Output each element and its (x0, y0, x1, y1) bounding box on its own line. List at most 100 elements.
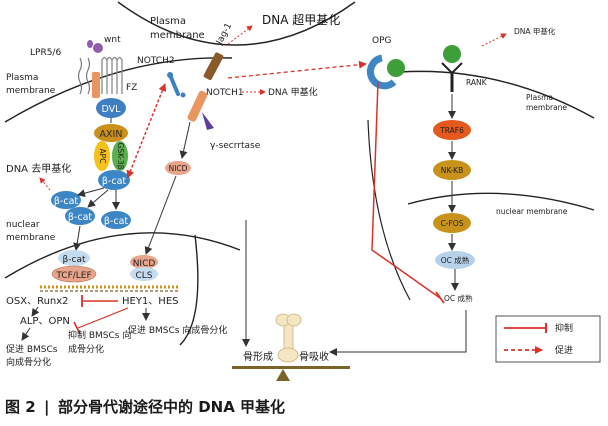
traf6-protein (433, 120, 471, 140)
right-dna-methylation-label: DNA 甲基化 (514, 26, 556, 36)
right-plasma-membrane-label: Plasma (526, 93, 553, 102)
notch1-label: NOTCH1 (206, 88, 244, 98)
opg-promote-arrow (227, 60, 367, 79)
beta-catenin-right (101, 211, 131, 229)
wnt-ligand-icon (93, 43, 103, 53)
gamma-secretase-icon (202, 112, 214, 130)
bone-resorption-label: 骨吸收 (299, 350, 329, 363)
plasma-membrane-curve-top (117, 1, 356, 46)
beta-catenin-right-label: β-cat (104, 216, 129, 227)
nuclear-membrane-label: nuclear (6, 220, 40, 230)
dvl-protein (96, 98, 126, 118)
nfkb-label: NK-KB (441, 166, 464, 175)
inhibit-bmsc-label-1: 抑制 BMSCs 向 (68, 329, 131, 341)
right-plasma-membrane-curve (399, 70, 595, 119)
beta-catenin-mid-label: β-cat (68, 212, 93, 223)
rankl-on-opg-icon (387, 59, 405, 77)
beta-catenin-mid (65, 207, 95, 225)
plasma-membrane-curve-left (4, 57, 233, 123)
arrow-osx-alp (31, 306, 40, 317)
traf6-label: TRAF6 (439, 126, 464, 135)
plasma-membrane-label-left: Plasma (6, 73, 38, 83)
notch2-receptor (168, 73, 180, 96)
notch2-bcat-crosstalk-arrow (126, 83, 167, 179)
gsk3b-protein (112, 141, 128, 171)
beta-catenin-left-label: β-cat (54, 196, 79, 207)
jag1-label: Jag-1 (214, 22, 234, 48)
dna-demethylation-label: DNA 去甲基化 (6, 162, 71, 175)
arrow-bcat-nucleus (73, 225, 82, 251)
rankl-ligand-icon (443, 45, 461, 63)
jag1-ligand (203, 52, 224, 81)
balance-beam (232, 366, 350, 369)
axin-label: AXIN (100, 129, 123, 140)
rank-label: RANK (466, 78, 488, 87)
apc-protein (94, 141, 110, 171)
gsk3b-label: GSK-3β (116, 143, 125, 170)
inhibit-bmsc-label-2: 成骨分化 (68, 343, 104, 355)
notch1-dna-methylation-label: DNA 甲基化 (268, 86, 318, 98)
plasma-membrane-label-top: Plasma (150, 16, 186, 27)
lrp-stalk (92, 72, 100, 98)
cfos-protein (433, 213, 471, 233)
beta-catenin-nuclear-label: β-cat (63, 255, 86, 265)
right-nuclear-membrane-curve (407, 192, 595, 211)
connector-right-to-balance (329, 310, 467, 356)
axin-protein (94, 124, 128, 142)
lrp-receptor-icon (77, 57, 91, 95)
bone-icon (275, 313, 302, 363)
nuclear-membrane-label-2: membrane (6, 233, 56, 243)
opg-inhibit-oc-line (371, 81, 441, 299)
nicd-label: NICD (169, 164, 188, 173)
tcf-lef-protein (51, 265, 97, 283)
hey1-hes-label: HEY1、HES (122, 296, 179, 307)
alp-opn-label: ALP、OPN (20, 316, 70, 327)
cls-label: CLS (135, 271, 152, 281)
nicd-protein (165, 161, 191, 175)
arrow-notch-nicd (179, 121, 191, 159)
plasma-membrane-label-left-2: membrane (6, 86, 56, 96)
apc-label: APC (98, 149, 107, 164)
nicd-nuclear-label: NICD (133, 259, 156, 269)
balance-fulcrum (276, 369, 290, 381)
tcf-lef-label: TCF/LEF (55, 271, 91, 281)
frizzled-receptor-loops (101, 56, 123, 62)
oc-mature-label-1: OC 成熟 (441, 255, 470, 265)
jag1-hypermethylation-arrow (227, 25, 253, 45)
fz-label: FZ (126, 83, 137, 93)
beta-catenin-nuclear (58, 250, 90, 266)
gamma-secretase-label: γ-secrrtase (210, 141, 261, 151)
wnt-ligand-icon-2 (87, 40, 93, 48)
rank-methylation-arrow (481, 33, 507, 47)
legend-inhibit-label: 抑制 (555, 322, 573, 334)
nfkb-protein (433, 160, 471, 180)
notch1-receptor (187, 90, 208, 122)
right-cell-boundary-curve (367, 119, 411, 301)
legend-box (495, 315, 601, 363)
figure-number: 图 2 (5, 398, 36, 416)
arrow-nicd-nucleus (144, 175, 177, 255)
cls-protein (130, 267, 158, 281)
dna-demethylation-arrow (39, 177, 51, 191)
oc-mature-label-2: OC 成熟 (444, 293, 473, 303)
notch2-receptor-head (167, 72, 173, 78)
notch2-receptor-dot (180, 92, 186, 98)
legend-promote-label: 促进 (555, 344, 573, 356)
oc-mature-protein (435, 251, 475, 269)
opg-label: OPG (372, 36, 392, 46)
promote-bmsc-label-1: 促进 BMSCs (6, 343, 58, 355)
bone-formation-label: 骨形成 (243, 351, 273, 363)
arrow-bcat-mid (87, 189, 109, 208)
beta-catenin-main-label: β-cat (102, 176, 127, 187)
beta-catenin-left (51, 191, 81, 209)
opg-icon (366, 54, 397, 90)
wnt-label: wnt (104, 35, 121, 45)
rank-receptor-icon (441, 62, 463, 75)
right-nuclear-membrane-label: nuclear membrane (496, 207, 568, 216)
arrow-bcat-left (77, 187, 105, 198)
hes-inhibit-bmsc-bar (73, 321, 81, 335)
frizzled-receptor-icon (101, 60, 123, 94)
cell-membrane-curve-left-large (179, 234, 199, 346)
notch2-label: NOTCH2 (137, 56, 175, 66)
